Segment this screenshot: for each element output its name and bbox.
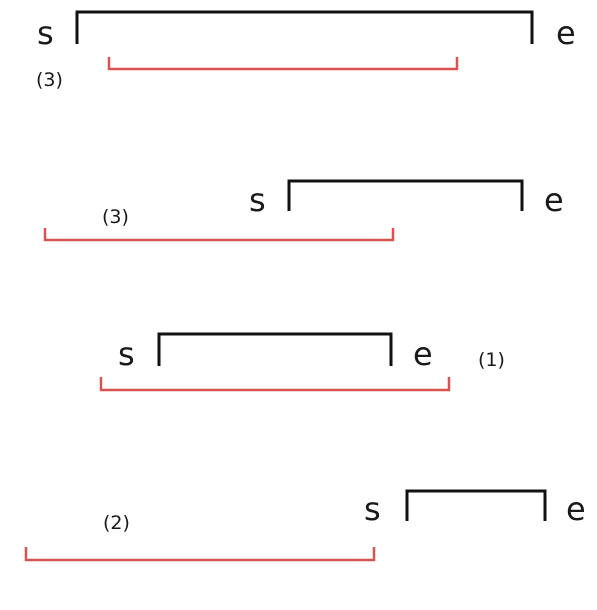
case-4: s e (2) — [24, 489, 586, 562]
comparison-interval — [99, 377, 451, 392]
comparison-interval — [107, 57, 459, 71]
comparison-interval — [43, 228, 395, 242]
case-label: (1) — [478, 349, 505, 371]
reference-interval — [157, 332, 393, 366]
start-label: s — [118, 335, 135, 373]
end-label: e — [556, 14, 576, 52]
case-label: (3) — [102, 206, 129, 228]
end-label: e — [413, 335, 433, 373]
reference-interval — [287, 179, 524, 211]
case-3: s e (1) — [99, 332, 505, 392]
reference-interval — [405, 489, 547, 521]
end-label: e — [544, 181, 564, 219]
start-label: s — [37, 14, 54, 52]
end-label: e — [566, 490, 586, 528]
start-label: s — [364, 490, 381, 528]
reference-interval — [75, 10, 534, 44]
comparison-interval — [24, 547, 376, 562]
start-label: s — [249, 181, 266, 219]
case-2: s e (3) — [43, 179, 564, 242]
case-1: s e (3) — [36, 10, 576, 91]
case-label: (3) — [36, 69, 63, 91]
case-label: (2) — [103, 512, 130, 534]
